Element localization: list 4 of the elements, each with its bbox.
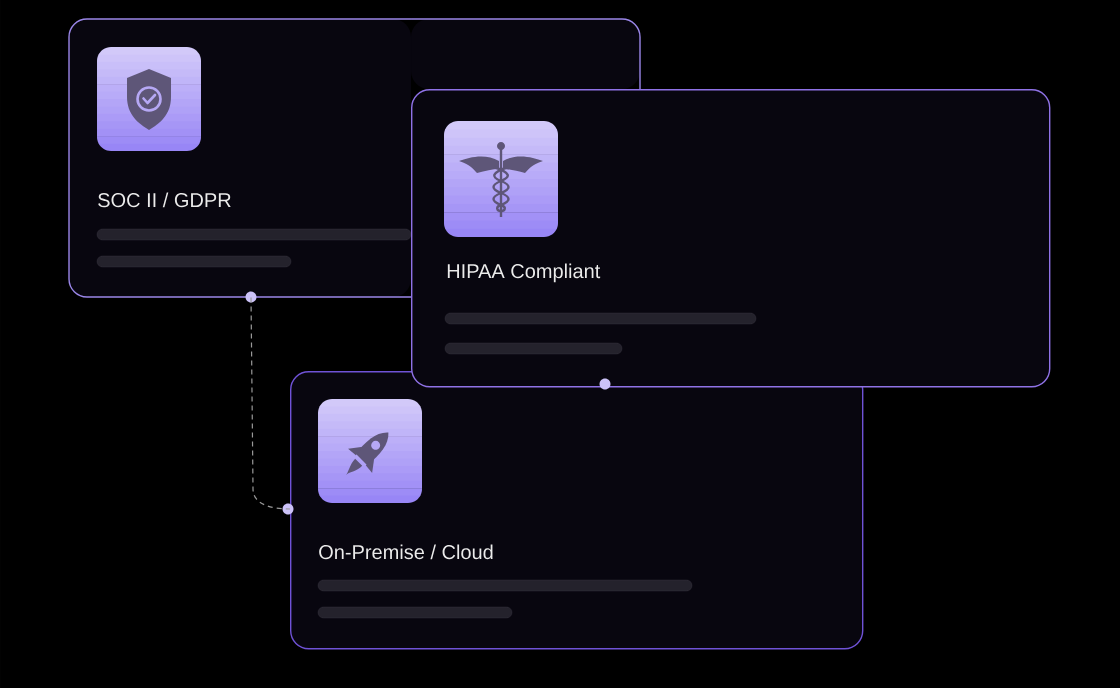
connector-line xyxy=(250,296,291,510)
card-title: SOC II / GDPR xyxy=(98,192,231,208)
card-title: HIPAA Compliant xyxy=(447,263,601,283)
card-title: On-Premise / Cloud xyxy=(319,544,493,560)
